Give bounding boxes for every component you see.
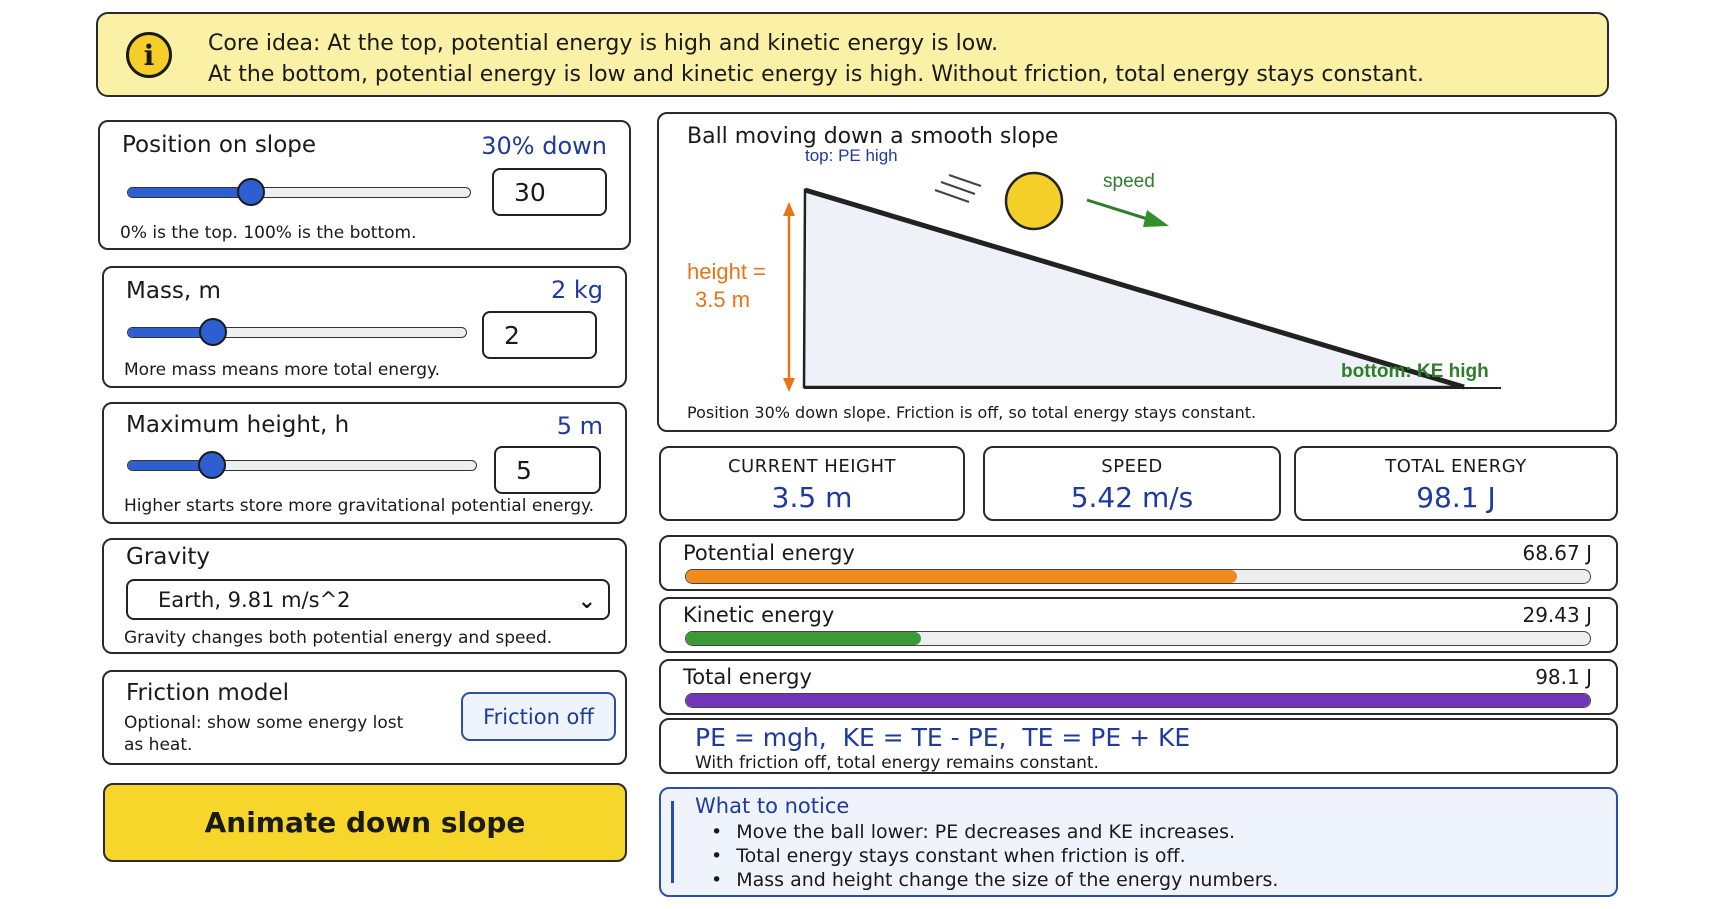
friction-toggle-button[interactable]: Friction off <box>461 692 616 741</box>
slope-surface <box>804 187 1465 390</box>
kinetic-energy-label: Kinetic energy <box>683 603 835 627</box>
total-energy-bar-label: Total energy <box>683 665 812 689</box>
what-to-notice-card: What to notice Move the ball lower: PE d… <box>659 787 1618 897</box>
position-input[interactable]: 30 <box>492 168 607 216</box>
core-idea-banner: i Core idea: At the top, potential energ… <box>96 12 1609 97</box>
gravity-selected-value: Earth, 9.81 m/s^2 <box>158 587 351 612</box>
potential-energy-label: Potential energy <box>683 541 855 565</box>
mass-input[interactable]: 2 <box>482 311 597 359</box>
position-slider[interactable] <box>127 178 471 206</box>
formula-text: PE = mgh, KE = TE - PE, TE = PE + KE <box>695 723 1191 752</box>
animate-button[interactable]: Animate down slope <box>103 783 627 862</box>
position-slider-thumb[interactable] <box>237 178 266 206</box>
gravity-hint: Gravity changes both potential energy an… <box>124 628 553 648</box>
current-height-stat: CURRENT HEIGHT 3.5 m <box>659 446 965 521</box>
motion-lines <box>934 174 982 203</box>
chevron-down-icon: ⌄ <box>577 589 596 614</box>
kinetic-energy-fill <box>686 632 922 645</box>
formula-card: PE = mgh, KE = TE - PE, TE = PE + KE Wit… <box>659 718 1618 774</box>
gravity-control-card: Gravity Earth, 9.81 m/s^2 ⌄ Gravity chan… <box>102 538 627 654</box>
speed-label: speed <box>1103 171 1155 192</box>
notice-item: Move the ball lower: PE decreases and KE… <box>711 820 1278 844</box>
formula-note: With friction off, total energy remains … <box>695 753 1099 773</box>
height-input[interactable]: 5 <box>494 446 601 494</box>
banner-text: Core idea: At the top, potential energy … <box>208 28 1424 90</box>
height-label-line-2: 3.5 m <box>695 287 750 312</box>
friction-title: Friction model <box>126 680 290 706</box>
kinetic-energy-value: 29.43 J <box>1522 603 1592 627</box>
speed-arrow-head <box>1143 210 1169 227</box>
bottom-label: bottom: KE high <box>1341 361 1489 382</box>
position-title: Position on slope <box>122 132 317 158</box>
current-height-value: 3.5 m <box>771 481 853 514</box>
potential-energy-track <box>685 569 1591 584</box>
position-value-label: 30% down <box>481 132 607 160</box>
mass-slider[interactable] <box>127 318 467 346</box>
height-hint: Higher starts store more gravitational p… <box>124 496 595 516</box>
position-hint: 0% is the top. 100% is the bottom. <box>120 223 417 243</box>
current-height-label: CURRENT HEIGHT <box>727 456 896 477</box>
potential-energy-fill <box>686 570 1238 583</box>
position-slider-fill <box>128 188 252 197</box>
mass-slider-fill <box>128 328 213 337</box>
friction-hint: Optional: show some energy lost as heat. <box>124 713 404 755</box>
total-energy-fill <box>686 694 1590 707</box>
height-slider-thumb[interactable] <box>197 451 226 479</box>
speed-arrow-shaft <box>1086 198 1155 223</box>
slope-caption: Position 30% down slope. Friction is off… <box>687 403 1257 422</box>
potential-energy-value: 68.67 J <box>1522 541 1592 565</box>
notice-title: What to notice <box>695 794 850 818</box>
mass-control-card: Mass, m 2 kg 2 More mass means more tota… <box>102 266 627 388</box>
slope-title: Ball moving down a smooth slope <box>687 124 1059 149</box>
potential-energy-row: Potential energy 68.67 J <box>659 535 1618 591</box>
mass-hint: More mass means more total energy. <box>124 360 441 380</box>
mass-value-label: 2 kg <box>550 276 603 304</box>
mass-title: Mass, m <box>126 278 221 304</box>
height-value-label: 5 m <box>556 412 603 440</box>
height-arrow-head-bottom <box>783 378 795 392</box>
gravity-title: Gravity <box>126 544 211 570</box>
total-energy-track <box>685 693 1591 708</box>
kinetic-energy-row: Kinetic energy 29.43 J <box>659 597 1618 653</box>
total-energy-value: 98.1 J <box>1416 481 1496 514</box>
notice-list: Move the ball lower: PE decreases and KE… <box>711 820 1278 892</box>
speed-label: SPEED <box>1101 456 1163 477</box>
banner-line-1: Core idea: At the top, potential energy … <box>208 31 999 56</box>
mass-slider-thumb[interactable] <box>198 318 227 346</box>
top-label: top: PE high <box>805 146 898 165</box>
info-icon: i <box>126 32 172 78</box>
ball <box>1004 171 1064 231</box>
banner-line-2: At the bottom, potential energy is low a… <box>208 62 1424 87</box>
notice-accent-bar <box>671 801 674 883</box>
total-energy-label: TOTAL ENERGY <box>1385 456 1527 477</box>
notice-item: Mass and height change the size of the e… <box>711 868 1278 892</box>
height-title: Maximum height, h <box>126 412 350 438</box>
friction-control-card: Friction model Optional: show some energ… <box>102 670 627 765</box>
kinetic-energy-track <box>685 631 1591 646</box>
speed-stat: SPEED 5.42 m/s <box>983 446 1281 521</box>
height-control-card: Maximum height, h 5 m 5 Higher starts st… <box>102 402 627 524</box>
slope-panel: Ball moving down a smooth slope top: PE … <box>657 112 1617 432</box>
position-control-card: Position on slope 30% down 30 0% is the … <box>98 120 631 250</box>
height-label-line-1: height = <box>687 259 766 284</box>
height-slider[interactable] <box>127 451 477 479</box>
speed-value: 5.42 m/s <box>1070 481 1194 514</box>
notice-item: Total energy stays constant when frictio… <box>711 844 1278 868</box>
total-energy-row: Total energy 98.1 J <box>659 659 1618 715</box>
total-energy-stat: TOTAL ENERGY 98.1 J <box>1294 446 1618 521</box>
height-arrow-head-top <box>783 202 795 216</box>
slope-diagram: top: PE high speed height = 3.5 m bottom… <box>687 146 1501 392</box>
total-energy-bar-value: 98.1 J <box>1535 665 1592 689</box>
height-slider-fill <box>128 461 212 470</box>
gravity-select[interactable]: Earth, 9.81 m/s^2 ⌄ <box>126 579 610 620</box>
